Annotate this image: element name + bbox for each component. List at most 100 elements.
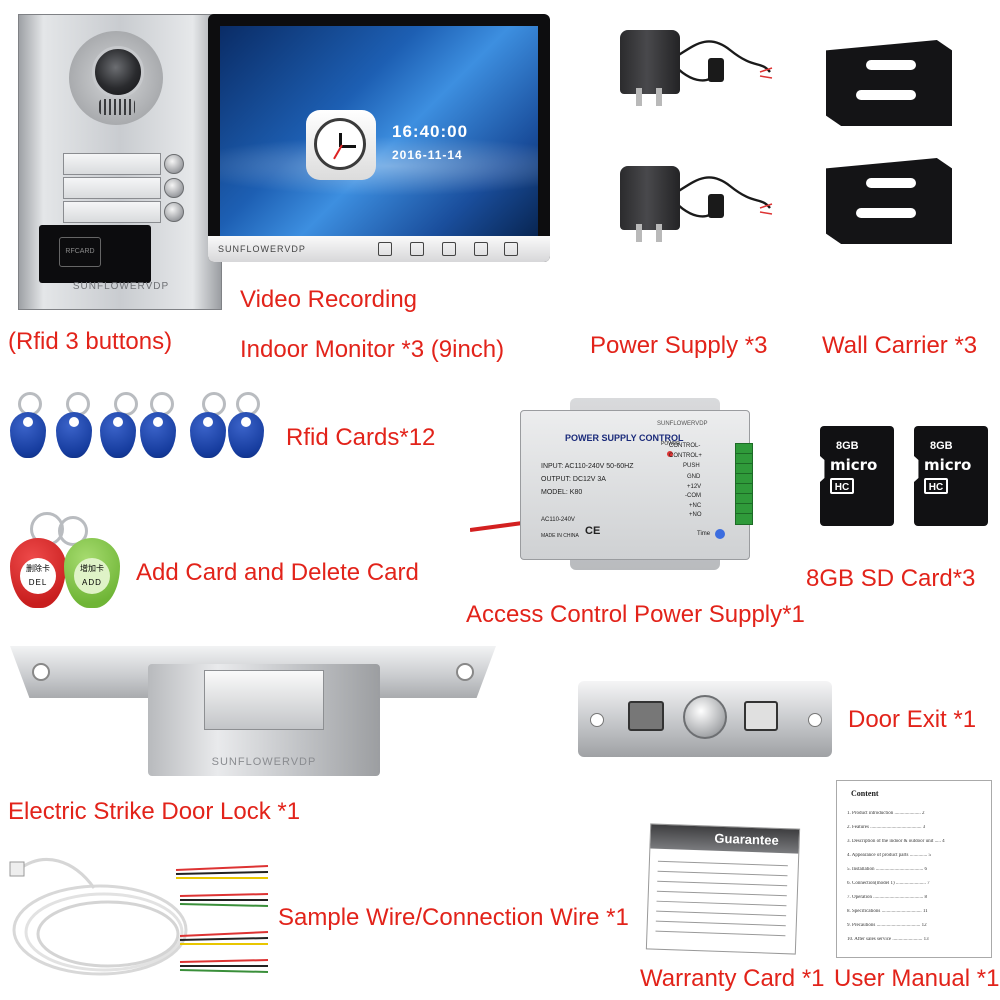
connection-wire-image [9,858,269,976]
camera-housing [69,31,163,125]
door-exit-label: Door Exit *1 [848,706,977,733]
monitor-label-line1: Video Recording [240,286,418,313]
manual-toc-item: 1. Product introduction ................… [847,811,925,816]
psu-terminal-label-8: +NO [689,512,702,518]
monitor-key-icon-5 [504,242,518,256]
bracket-slot [866,178,916,188]
clock-hour-hand [339,133,342,147]
warranty-card-image: Guarantee [645,823,801,955]
lock-brand: SUNFLOWERVDP [211,756,317,768]
wall-bracket-1 [826,40,952,126]
fob-hole [203,417,213,427]
psu-model: MODEL: K80 [541,489,583,496]
rfid-fob-3 [100,412,136,458]
clock-second-hand [333,144,343,160]
rfid-cards-label: Rfid Cards*12 [286,424,436,451]
mounting-hole-icon [456,663,474,681]
cable-coil [12,884,188,976]
strike-lock-label: Electric Strike Door Lock *1 [8,798,301,825]
delete-card-fob: 删除卡 DEL [10,538,66,608]
ferrite-core-2 [708,194,724,218]
power-adapter-2 [620,166,680,242]
clock-icon [306,110,376,180]
user-manual-image: Content 1. Product introduction ........… [836,780,992,958]
speaker-grille [99,99,135,115]
name-card-1 [63,153,161,175]
add-fob-text: 增加卡 [80,564,104,573]
psu-ce-mark: CE [585,525,601,537]
bracket-slot [856,208,916,218]
wire-harnesses [175,865,269,973]
manual-toc-item: 10. After sales service ................… [847,937,929,942]
add-fob-sub: ADD [82,578,102,587]
warranty-form-line [656,910,787,917]
psu-brand: SUNFLOWERVDP [657,421,708,427]
wire-strand [179,931,269,937]
power-led-icon [667,451,673,457]
sd-card-1: 8GB micro HC [820,426,894,526]
monitor-screen: 16:40:00 2016-11-14 [220,26,538,236]
add-fob-face: 增加卡 ADD [74,558,110,594]
sd-brand: micro [924,456,972,474]
indoor-monitor-image: 16:40:00 2016-11-14 SUNFLOWERVDP [208,14,550,262]
door-station-image: RFCARD SUNFLOWERVDP [18,14,222,310]
door-open-icon [628,701,664,731]
delete-fob-face: 删除卡 DEL [20,558,56,594]
fob-hole [113,417,123,427]
ferrite-core-1 [708,58,724,82]
wire-strand [175,871,269,875]
hand-push-icon [744,701,778,731]
adapter-prong [656,224,662,242]
warranty-form-line [657,860,788,867]
monitor-brand: SUNFLOWERVDP [218,244,306,254]
monitor-key-icon-4 [474,242,488,256]
monitor-label-line2: Indoor Monitor *3 (9inch) [240,336,505,363]
monitor-key-icon-1 [378,242,392,256]
sd-brand: micro [830,456,878,474]
screen-wallpaper-swoosh [220,136,538,196]
station-brand: SUNFLOWERVDP [72,281,170,292]
warranty-form-line [655,930,786,937]
rfid-fob-2 [56,412,92,458]
wire-strand [179,903,269,907]
sd-capacity: 8GB [930,440,953,452]
manual-toc-item: 4. Appearance of product parts .........… [847,853,932,858]
fob-hole [153,417,163,427]
wire-strand [179,959,269,963]
manual-toc-item: 3. Description of the indoor & outdoor u… [847,839,945,844]
warranty-form-line [656,890,787,897]
sd-card-label: 8GB SD Card*3 [806,565,976,592]
manual-toc-item: 8. Specifications ......................… [847,909,928,914]
delete-fob-text: 删除卡 [26,564,50,573]
manual-title: Content [851,789,879,798]
adapter-cord-2 [669,176,771,209]
mounting-hole-icon [808,713,822,727]
adapter-prong [656,88,662,106]
monitor-date: 2016-11-14 [392,148,463,162]
sample-wire-label: Sample Wire/Connection Wire *1 [278,904,629,931]
psu-made-in: MADE IN CHINA [541,533,579,539]
psu-output: OUTPUT: DC12V 3A [541,476,606,483]
name-card-2 [63,177,161,199]
power-adapter-1 [620,30,680,106]
adapter-lead-2 [759,203,773,215]
call-button-2 [164,178,184,198]
door-exit-button-plate [578,681,832,757]
psu-input: INPUT: AC110-240V 50-60HZ [541,463,634,470]
warranty-card-label: Warranty Card *1 [640,965,825,992]
wire-strand [179,937,269,941]
rfid-reader: RFCARD [39,225,151,283]
strike-lock-body: SUNFLOWERVDP [148,664,380,776]
sd-class-icon: HC [830,478,854,494]
psu-title: POWER SUPPLY CONTROL [565,433,684,443]
rfid-fob-5 [190,412,226,458]
manual-toc-item: 6. Connection(model 1) .................… [847,881,930,886]
delete-fob-sub: DEL [28,578,48,587]
psu-power-label: POWER [661,441,680,447]
manual-toc-item: 7. Operation ...........................… [847,895,927,900]
adapter-cord-1 [669,40,771,73]
rfid-card-icon: RFCARD [59,237,101,267]
psu-terminal-label-7: +NC [689,503,702,509]
fob-hole [69,417,79,427]
warranty-form-line [656,900,787,907]
